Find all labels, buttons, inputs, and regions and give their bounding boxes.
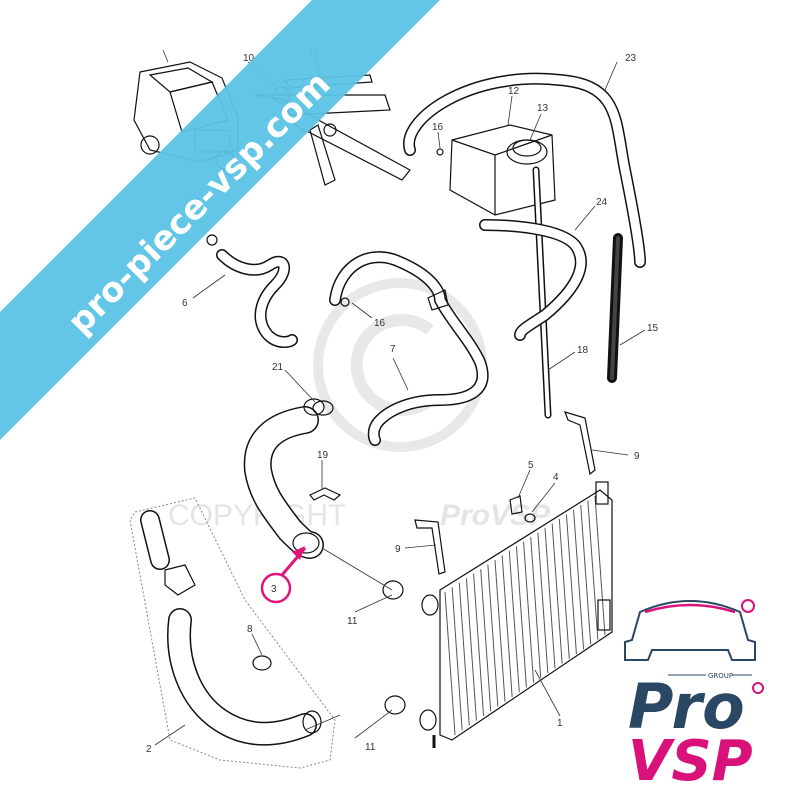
radiator-fin bbox=[580, 505, 592, 645]
hose-6 bbox=[206, 234, 298, 348]
hose-7 bbox=[329, 251, 489, 446]
hose-3 bbox=[243, 398, 325, 559]
radiator-fin bbox=[451, 587, 463, 731]
radiator-fin bbox=[494, 559, 506, 702]
callout-21: 21 bbox=[272, 362, 284, 373]
expansion-tank bbox=[436, 124, 556, 216]
hose-23 bbox=[403, 72, 646, 268]
radiator-fin bbox=[587, 500, 599, 640]
radiator-fin bbox=[465, 578, 477, 721]
provsp-logo: GROUP Pro VSP bbox=[624, 599, 764, 794]
callout-2: 2 bbox=[146, 744, 152, 755]
callout-18: 18 bbox=[577, 345, 589, 356]
callout-6: 6 bbox=[182, 298, 188, 309]
radiator-fin bbox=[551, 523, 563, 664]
logo-vsp: VSP bbox=[628, 729, 753, 794]
callout-24: 24 bbox=[596, 197, 608, 208]
callout-8: 8 bbox=[247, 624, 253, 635]
callout-13: 13 bbox=[537, 103, 549, 114]
callout-15: 15 bbox=[647, 323, 659, 334]
callout-16-lower: 16 bbox=[374, 318, 386, 329]
callout-3: 3 bbox=[271, 584, 277, 595]
callout-1: 1 bbox=[557, 718, 563, 729]
hose-24 bbox=[479, 219, 587, 341]
callout-11-lower: 11 bbox=[365, 742, 376, 753]
copyright-brand: ProVSP bbox=[440, 499, 551, 532]
callout-19: 19 bbox=[317, 450, 329, 461]
radiator-fin bbox=[480, 569, 492, 712]
radiator-fin bbox=[530, 537, 542, 678]
radiator-fin bbox=[573, 509, 585, 650]
radiator-fin bbox=[594, 495, 606, 636]
callout-9-right: 9 bbox=[634, 451, 640, 462]
logo-group-label: GROUP bbox=[708, 672, 733, 680]
hose-15 bbox=[607, 233, 623, 383]
radiator bbox=[419, 481, 613, 748]
callout-10: 10 bbox=[243, 53, 255, 64]
radiator-fin bbox=[523, 541, 535, 683]
part-3-highlight bbox=[260, 546, 307, 604]
radiator-fin bbox=[473, 573, 485, 716]
brackets-9 bbox=[414, 411, 596, 575]
callout-9-left: 9 bbox=[395, 544, 401, 555]
callout-7: 7 bbox=[390, 344, 396, 355]
callout-23: 23 bbox=[625, 53, 637, 64]
radiator-fin bbox=[544, 527, 556, 669]
callout-11-upper: 11 bbox=[347, 616, 358, 627]
callout-4: 4 bbox=[553, 472, 559, 483]
radiator-fin bbox=[565, 514, 577, 655]
clamps bbox=[252, 400, 536, 715]
radiator-fin bbox=[537, 532, 549, 674]
radiator-fin bbox=[501, 555, 513, 697]
callout-16-upper: 16 bbox=[432, 122, 444, 133]
logo-pro: Pro bbox=[628, 670, 745, 743]
radiator-fin bbox=[558, 518, 570, 659]
radiator-fin bbox=[458, 582, 470, 726]
hose-2-group bbox=[129, 497, 336, 769]
callout-12: 12 bbox=[508, 86, 520, 97]
banner-url: pro-piece-vsp.com bbox=[60, 64, 338, 342]
radiator-fin bbox=[487, 564, 499, 707]
radiator-fin bbox=[515, 546, 527, 688]
site-banner: pro-piece-vsp.com bbox=[0, 0, 440, 440]
overflow-tube bbox=[532, 166, 552, 419]
copyright-watermark: COPYRIGHT ProVSP bbox=[168, 278, 551, 532]
callout-5: 5 bbox=[528, 460, 534, 471]
radiator-fin bbox=[444, 591, 456, 736]
radiator-fin bbox=[508, 550, 520, 693]
